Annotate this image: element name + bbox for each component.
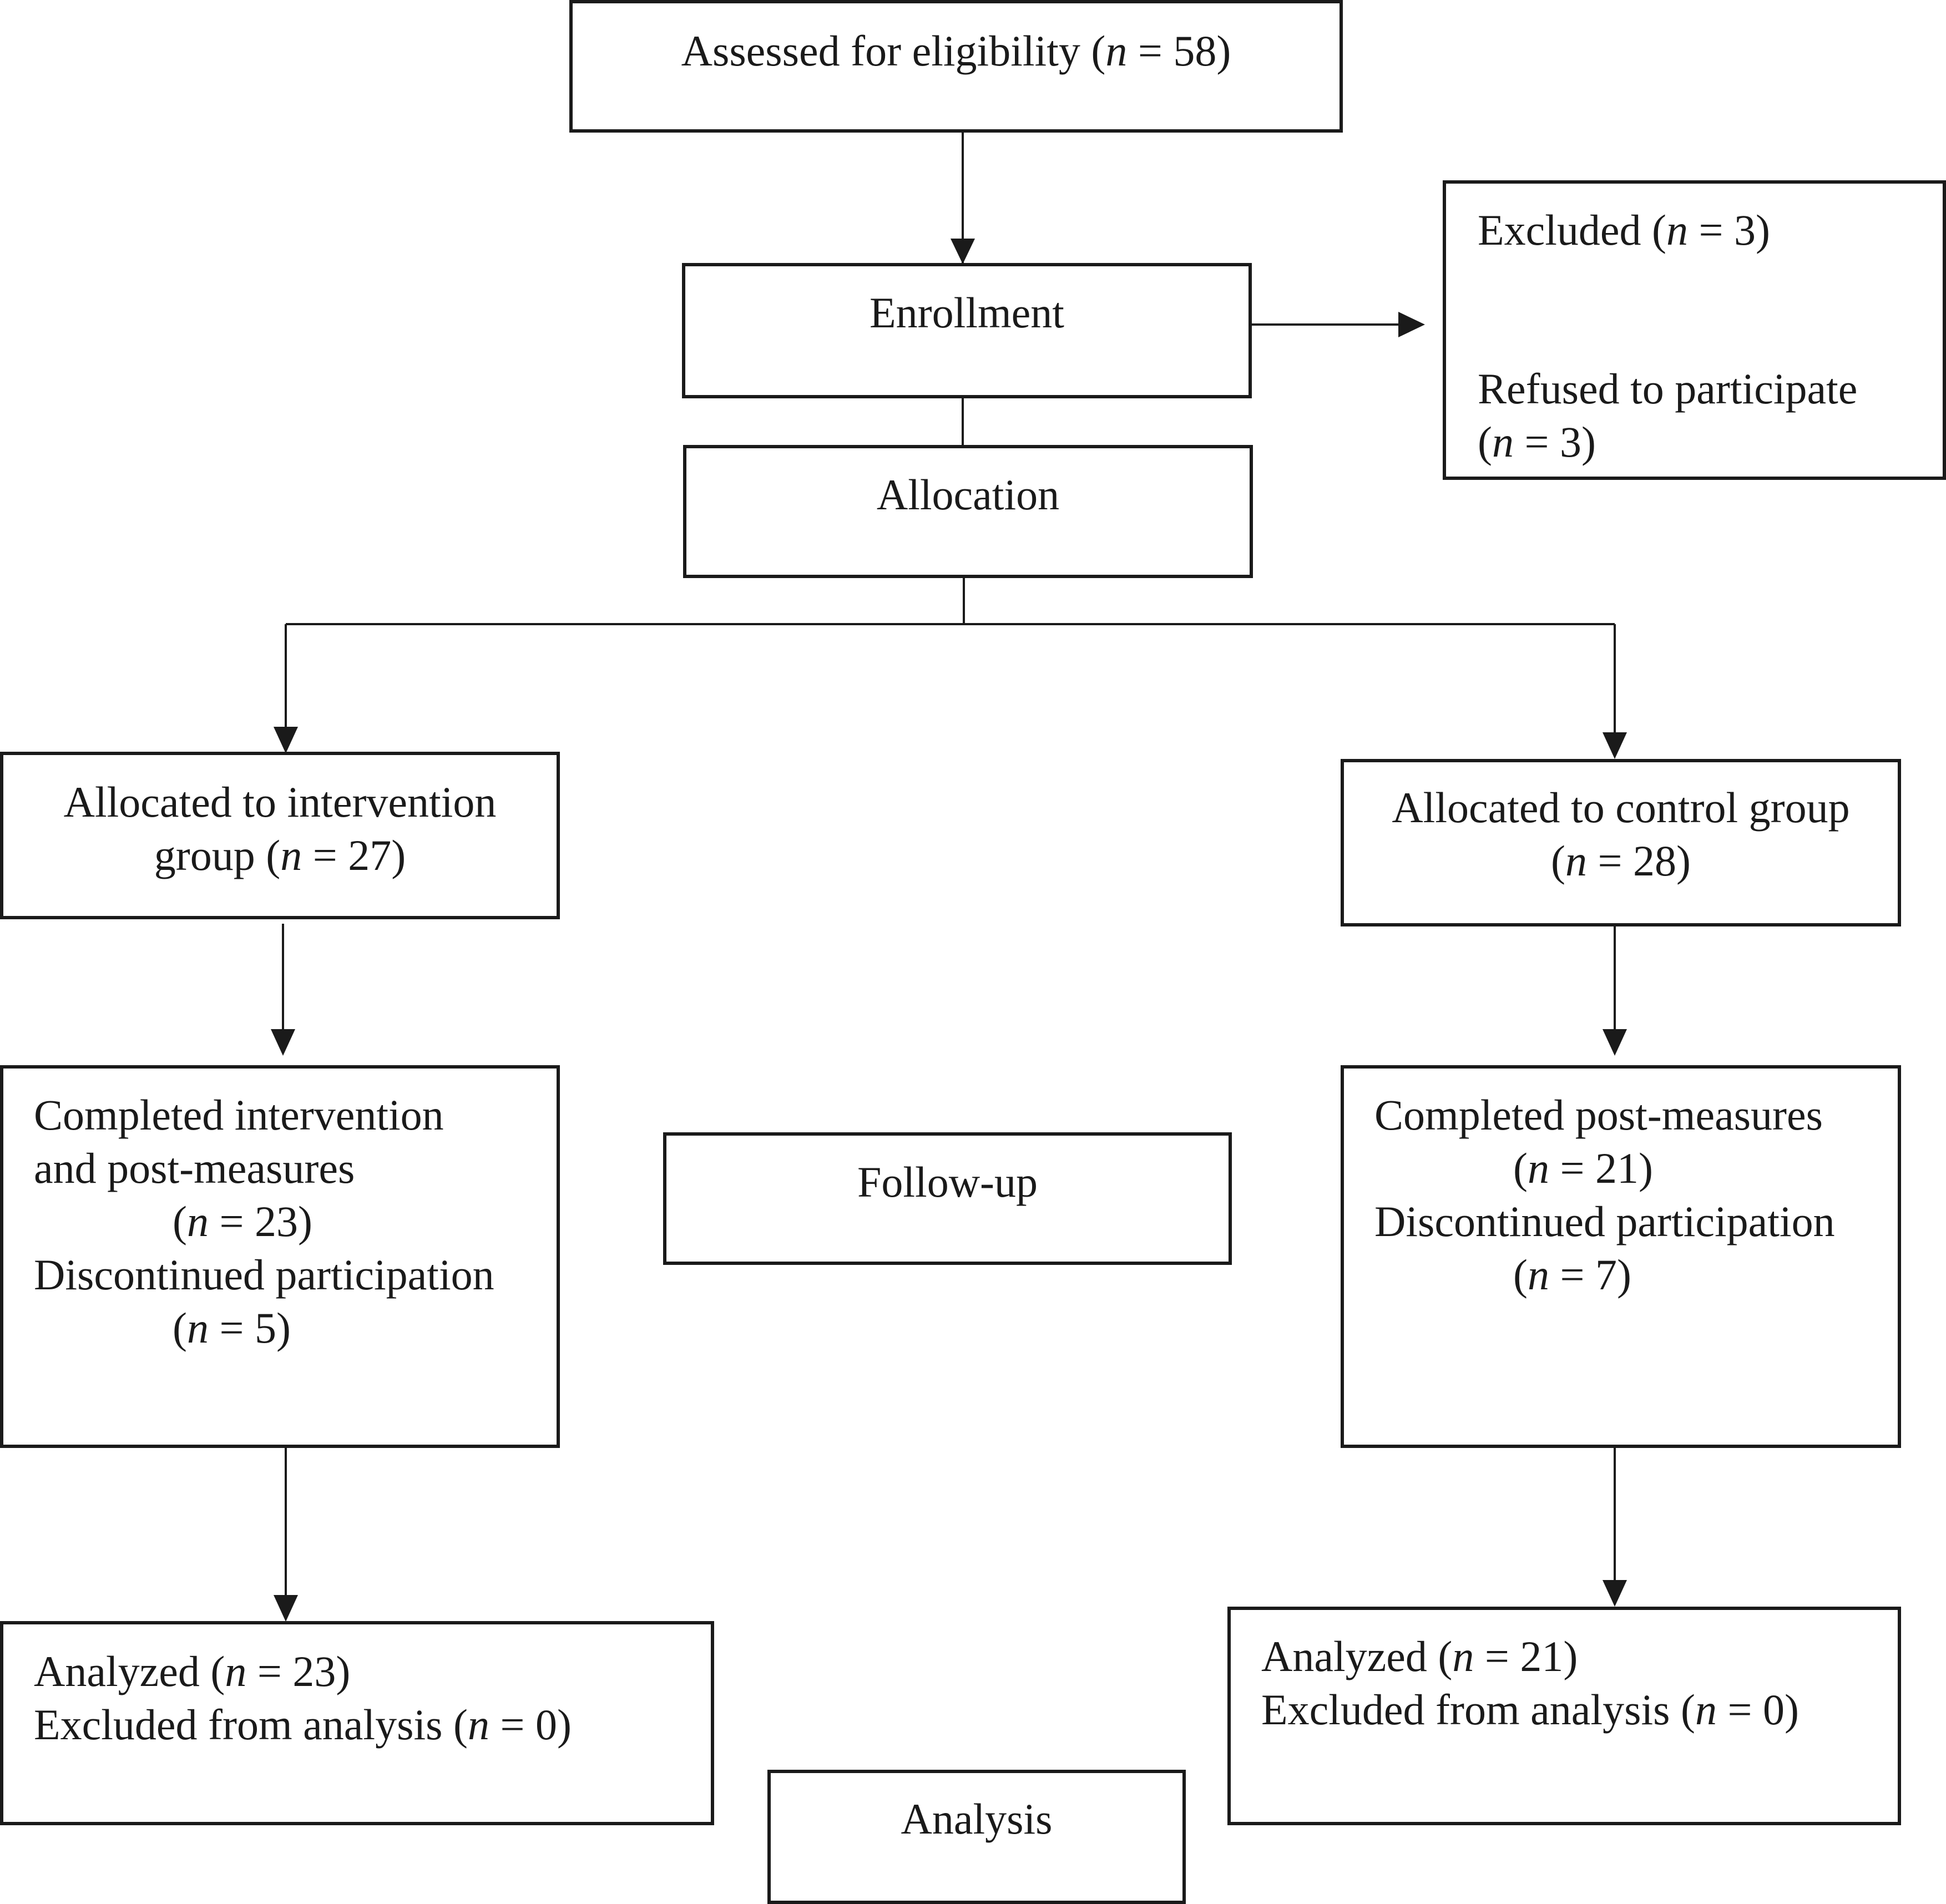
- control-analyzed-text: Analyzed (n = 21) Excluded from analysis…: [1261, 1630, 1799, 1736]
- n-variable: n: [1695, 1685, 1717, 1734]
- excluded-title: Excluded (n = 3): [1478, 204, 1770, 257]
- intervention-analyzed-count: = 23): [246, 1647, 351, 1695]
- control-allocated-label: Allocated to control group: [1392, 783, 1850, 832]
- intervention-completed-label-2: and post-measures: [34, 1144, 355, 1192]
- control-excluded-label: Excluded from analysis (: [1261, 1685, 1695, 1734]
- intervention-analyzed-label: Analyzed (: [34, 1647, 225, 1695]
- n-variable: n: [467, 1700, 489, 1749]
- intervention-allocated-text: Allocated to intervention group (n = 27): [3, 776, 557, 882]
- intervention-completed-count-line: (n = 23): [34, 1195, 494, 1248]
- n-variable: n: [186, 1197, 209, 1245]
- assessed-box: Assessed for eligibility (n = 58): [569, 0, 1343, 133]
- control-completed-label: Completed post-measures: [1374, 1091, 1823, 1139]
- paren: (: [1513, 1250, 1528, 1299]
- control-analyzed-box: Analyzed (n = 21) Excluded from analysis…: [1227, 1607, 1901, 1825]
- intervention-discontinued-label: Discontinued participation: [34, 1250, 494, 1299]
- n-variable: n: [280, 831, 302, 879]
- control-excluded-count: = 0): [1716, 1685, 1799, 1734]
- intervention-analyzed-text: Analyzed (n = 23) Excluded from analysis…: [34, 1645, 572, 1751]
- control-discontinued-count-line: (n = 7): [1374, 1248, 1835, 1302]
- control-completed-count-line: (n = 21): [1374, 1142, 1835, 1195]
- intervention-completed-count: = 23): [208, 1197, 312, 1245]
- n-variable: n: [1527, 1250, 1549, 1299]
- arrowhead-split-to-intervention: [274, 727, 298, 753]
- intervention-allocated-label: Allocated to intervention: [63, 778, 497, 826]
- intervention-analyzed-box: Analyzed (n = 23) Excluded from analysis…: [0, 1621, 714, 1825]
- control-allocated-text: Allocated to control group (n = 28): [1344, 781, 1898, 888]
- n-variable: n: [1452, 1632, 1474, 1680]
- excluded-reason-label: Refused to participate: [1478, 364, 1858, 413]
- control-completed-count: = 21): [1549, 1144, 1653, 1192]
- control-allocated-count-line: (n = 28): [1344, 834, 1898, 888]
- control-excluded-line: Excluded from analysis (n = 0): [1261, 1683, 1799, 1736]
- n-variable: n: [186, 1304, 209, 1352]
- allocation-box: Allocation: [683, 445, 1253, 578]
- arrowhead-enrollment-to-excluded: [1398, 312, 1425, 337]
- intervention-allocated-count: = 27): [302, 831, 406, 879]
- control-analyzed-line: Analyzed (n = 21): [1261, 1630, 1799, 1683]
- intervention-allocated-count-line: group (n = 27): [3, 829, 557, 882]
- control-completed-box: Completed post-measures (n = 21) Discont…: [1341, 1065, 1901, 1448]
- intervention-discontinued-count-line: (n = 5): [34, 1302, 494, 1355]
- excluded-reason-count: = 3): [1513, 418, 1596, 466]
- paren: (: [173, 1304, 187, 1352]
- excluded-reason: Refused to participate (n = 3): [1478, 362, 1857, 469]
- arrowhead-intervention-completed-to-analyzed: [274, 1595, 298, 1622]
- follow-up-label: Follow-up: [857, 1158, 1038, 1206]
- n-variable: n: [1565, 837, 1587, 885]
- n-variable: n: [1105, 27, 1128, 75]
- n-variable: n: [1666, 206, 1689, 254]
- enrollment-box: Enrollment: [682, 263, 1252, 398]
- paren: (: [173, 1197, 187, 1245]
- intervention-completed-box: Completed intervention and post-measures…: [0, 1065, 560, 1448]
- arrowhead-control-to-completed: [1603, 1029, 1627, 1056]
- excluded-title-label: Excluded (: [1478, 206, 1667, 254]
- analysis-box: Analysis: [767, 1770, 1186, 1904]
- intervention-completed-text: Completed intervention and post-measures…: [34, 1088, 494, 1355]
- analysis-label: Analysis: [901, 1795, 1053, 1843]
- n-variable: n: [225, 1647, 247, 1695]
- arrowhead-intervention-to-completed: [271, 1029, 295, 1056]
- n-variable: n: [1527, 1144, 1549, 1192]
- excluded-reason-count-line: (n = 3): [1478, 416, 1857, 469]
- control-allocated-count: = 28): [1587, 837, 1691, 885]
- follow-up-box: Follow-up: [663, 1132, 1232, 1265]
- intervention-allocated-group-label: group (: [154, 831, 281, 879]
- arrowhead-assessed-to-enrollment: [951, 239, 975, 264]
- enrollment-label: Enrollment: [870, 288, 1064, 337]
- n-variable: n: [1492, 418, 1514, 466]
- arrowhead-control-completed-to-analyzed: [1603, 1580, 1627, 1607]
- intervention-completed-label: Completed intervention: [34, 1091, 444, 1139]
- excluded-box: Excluded (n = 3) Refused to participate …: [1443, 180, 1946, 480]
- intervention-allocated-box: Allocated to intervention group (n = 27): [0, 752, 560, 919]
- intervention-excluded-label: Excluded from analysis (: [34, 1700, 468, 1749]
- assessed-count: = 58): [1127, 27, 1231, 75]
- intervention-excluded-count: = 0): [489, 1700, 572, 1749]
- paren: (: [1513, 1144, 1528, 1192]
- control-discontinued-count: = 7): [1549, 1250, 1631, 1299]
- control-analyzed-label: Analyzed (: [1261, 1632, 1453, 1680]
- assessed-text: Assessed for eligibility (n = 58): [573, 24, 1340, 78]
- intervention-discontinued-count: = 5): [208, 1304, 291, 1352]
- intervention-analyzed-line: Analyzed (n = 23): [34, 1645, 572, 1698]
- control-completed-text: Completed post-measures (n = 21) Discont…: [1374, 1088, 1835, 1302]
- paren: (: [1478, 418, 1492, 466]
- control-discontinued-label: Discontinued participation: [1374, 1197, 1835, 1245]
- excluded-count: = 3): [1688, 206, 1770, 254]
- arrowhead-split-to-control: [1603, 732, 1627, 759]
- paren: (: [1551, 837, 1565, 885]
- allocation-label: Allocation: [876, 470, 1060, 519]
- assessed-label: Assessed for eligibility (: [681, 27, 1106, 75]
- control-analyzed-count: = 21): [1474, 1632, 1578, 1680]
- intervention-excluded-line: Excluded from analysis (n = 0): [34, 1698, 572, 1751]
- control-allocated-box: Allocated to control group (n = 28): [1341, 759, 1901, 926]
